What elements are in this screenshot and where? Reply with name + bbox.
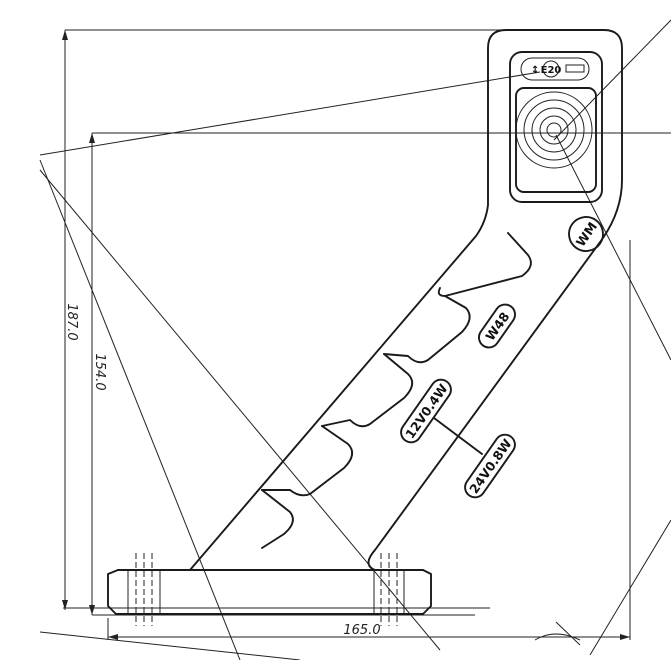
dimension-width: 165.0 (108, 623, 630, 640)
label-24v: 24V0.8W (464, 433, 516, 499)
lamp-head: ↕ E20 (509, 51, 603, 203)
dimension-label-165: 165.0 (343, 623, 380, 638)
logo-letters: WM (573, 219, 600, 249)
approval-arrows-icon: ↕ (531, 65, 539, 76)
bracket-body (107, 29, 623, 626)
dimension-label-154: 154.0 (92, 353, 107, 390)
lens-rings (515, 91, 593, 169)
construction-lines (39, 19, 671, 660)
approval-mark: E20 (541, 65, 562, 76)
label-w48: W48 (478, 303, 516, 349)
label-leader (433, 417, 483, 455)
arm-ribs (261, 232, 532, 549)
manufacturer-logo: WM (568, 216, 604, 252)
dimension-label-187: 187.0 (64, 303, 79, 340)
dimension-overall-height: 187.0 (62, 30, 79, 610)
dimension-inner-height: 154.0 (89, 133, 107, 615)
label-12v: 12V0.4W (400, 378, 452, 444)
24v-text: 24V0.8W (466, 436, 515, 496)
